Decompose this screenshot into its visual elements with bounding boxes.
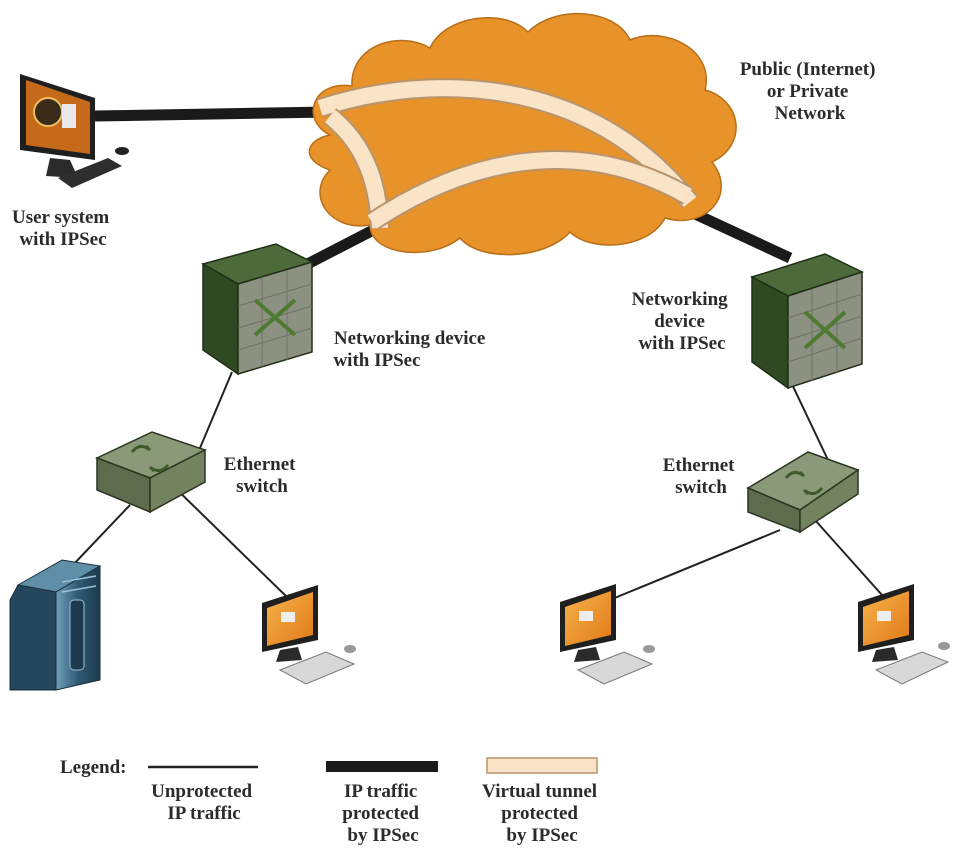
device-right-label: Networking device with IPSec — [632, 289, 733, 354]
pc-center-stand — [574, 647, 600, 662]
legend-unprotected-label: Unprotected IP traffic — [151, 781, 257, 824]
legend-protected-label: IP traffic protected by IPSec — [342, 781, 423, 846]
switch-right-label: Ethernet switch — [663, 455, 740, 498]
device-right-arrows-icon — [803, 310, 847, 350]
link-device-right-to-switch-right — [789, 379, 829, 461]
switch-left-arrows-icon — [130, 444, 170, 473]
user-system-computer — [20, 74, 129, 188]
legend: Legend: Unprotected IP traffic IP traffi… — [60, 757, 602, 846]
switch-right-side — [799, 468, 859, 534]
pc-center-mouse — [643, 645, 655, 653]
ethernet-switch-left — [95, 431, 207, 514]
user-monitor-stand — [46, 158, 78, 178]
tunnel-left-to-right-device-fill — [367, 152, 692, 229]
device-right-side — [751, 275, 789, 390]
legend-tunnel-swatch — [486, 757, 598, 774]
switch-left-side — [149, 448, 206, 514]
user-mouse — [115, 147, 129, 155]
legend-thick-line-swatch — [326, 761, 438, 772]
pc-right — [858, 584, 950, 685]
legend-title: Legend: — [60, 757, 127, 778]
device-left-side — [202, 262, 239, 376]
pc-left-stand — [276, 647, 302, 662]
pc-center-keyboard — [576, 651, 654, 685]
user-screen-window — [62, 104, 76, 128]
link-switch-right-to-pc1 — [599, 529, 781, 605]
pc-left-mouse — [344, 645, 356, 653]
cloud-network — [308, 13, 737, 256]
unprotected-links — [71, 371, 891, 605]
server-tower — [9, 559, 102, 691]
pc-right-mouse — [938, 642, 950, 650]
link-user-to-cloud — [94, 106, 331, 122]
user-system-label: User system with IPSec — [12, 207, 114, 250]
tunnel-user-to-right-device-fill — [317, 80, 697, 207]
pc-right-keyboard — [874, 651, 950, 685]
switch-left-label: Ethernet switch — [224, 454, 301, 497]
link-switch-left-to-server — [71, 504, 131, 567]
pc-right-stand — [872, 647, 898, 662]
user-keyboard — [58, 158, 122, 188]
server-side — [9, 584, 57, 691]
legend-tunnel-label: Virtual tunnel protected by IPSec — [482, 781, 602, 846]
link-switch-left-to-pc — [164, 477, 291, 601]
cloud-label: Public (Internet) or Private Network — [740, 59, 880, 124]
server-drive-bay — [69, 599, 85, 671]
device-left-label: Networking device with IPSec — [333, 328, 490, 371]
ethernet-switch-right — [746, 451, 860, 534]
networking-device-left — [201, 243, 315, 376]
networking-device-right — [750, 253, 865, 390]
pc-left — [262, 585, 356, 685]
device-left-arrows-icon — [253, 298, 297, 337]
pc-left-keyboard — [278, 651, 356, 685]
user-screen-graphic — [33, 97, 63, 127]
link-switch-right-to-pc2 — [814, 519, 891, 605]
link-device-left-to-switch-left — [199, 371, 233, 449]
pc-center — [560, 584, 655, 685]
switch-right-arrows-icon — [784, 470, 824, 496]
